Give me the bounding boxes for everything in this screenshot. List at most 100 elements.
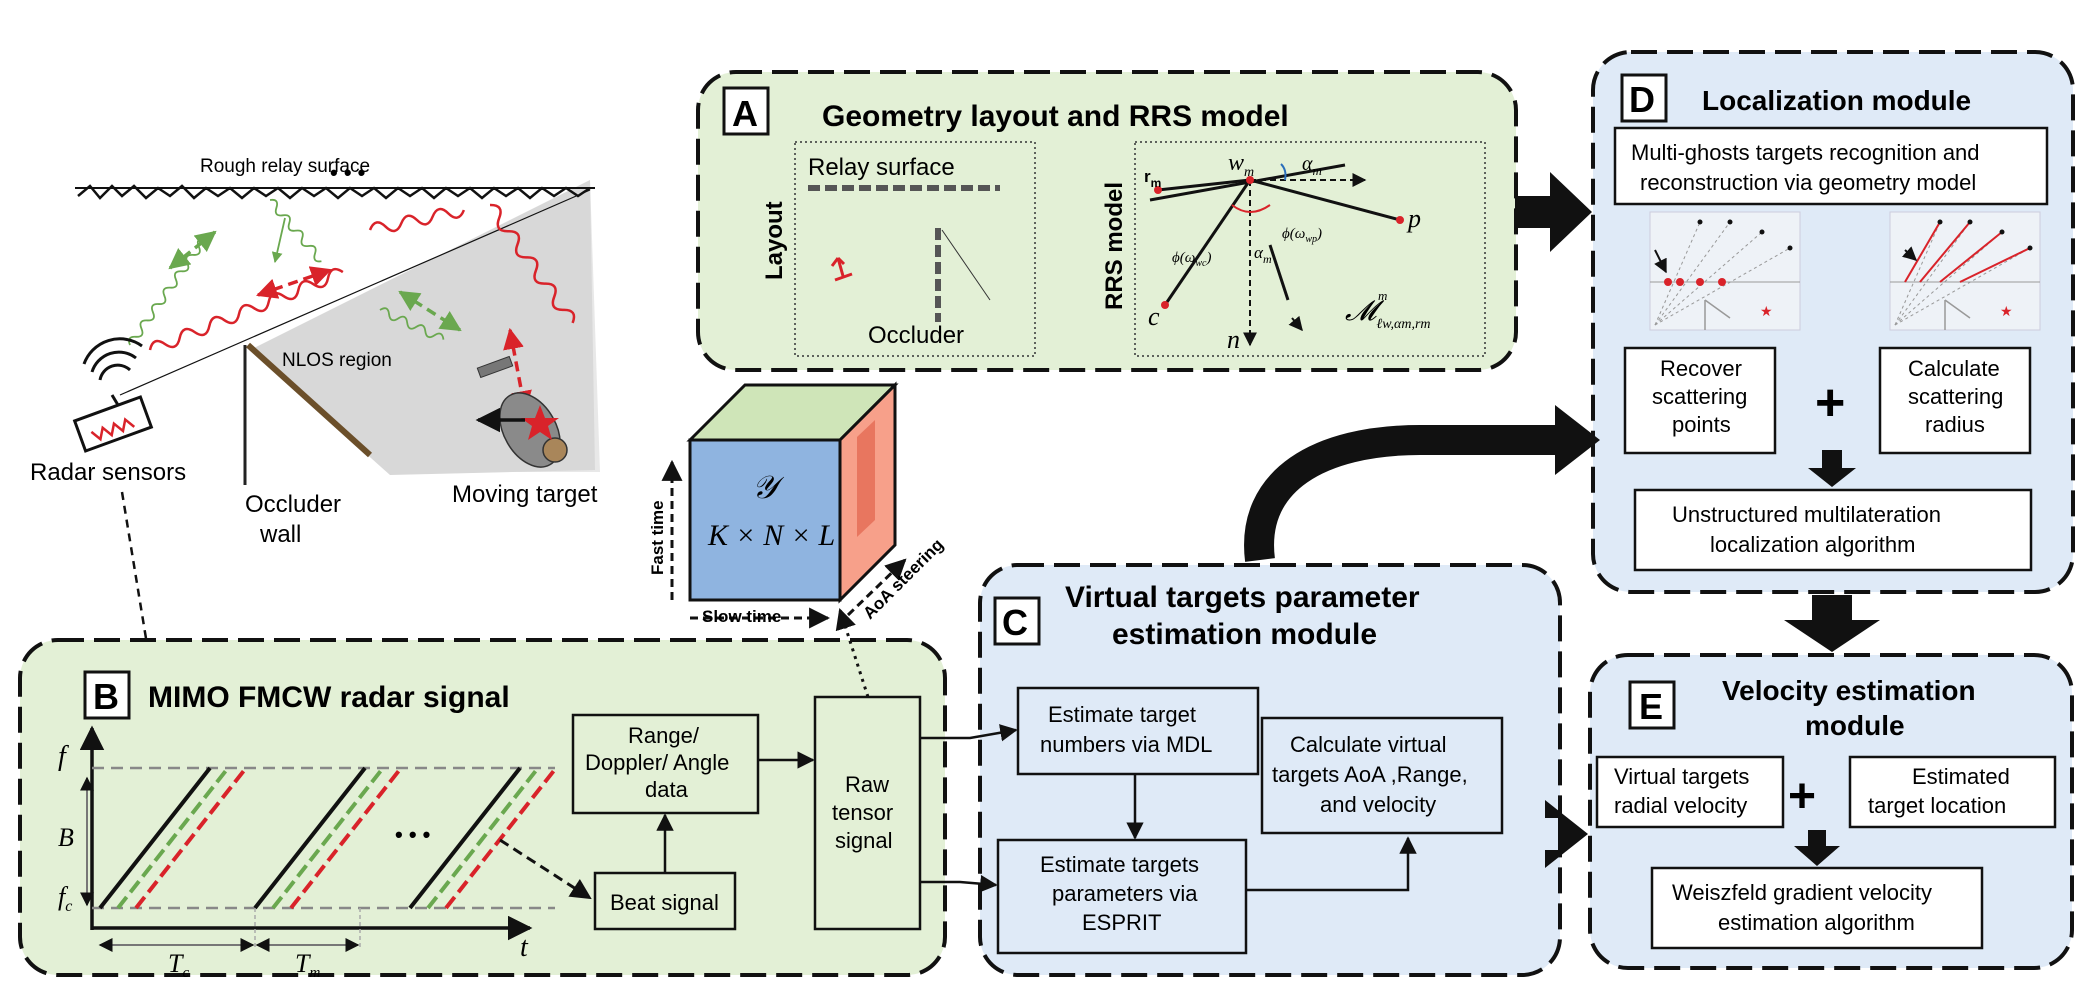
- label-alpha-top: αm: [1302, 153, 1322, 178]
- raw-tensor-line2: tensor: [832, 800, 893, 825]
- panel-c-title-line1: Virtual targets parameter: [1065, 581, 1420, 614]
- panel-e-letter: E: [1639, 686, 1663, 727]
- ghost-recognition-line1: Multi-ghosts targets recognition and: [1631, 140, 1980, 165]
- green-dashed-arrow-1: [168, 230, 217, 270]
- rda-box: [571, 713, 760, 815]
- label-alpha-mid: αm: [1254, 243, 1272, 266]
- rrs-vertical-label: RRS model: [1101, 182, 1128, 310]
- occluder-wall-label-line1: Occluder: [245, 491, 341, 518]
- esprit-line3: ESPRIT: [1082, 910, 1161, 935]
- target-location-line1: Estimated: [1912, 764, 2010, 789]
- raw-to-esprit-arrow: [920, 874, 998, 893]
- recover-points-line3: points: [1672, 412, 1731, 437]
- chirp2-black: [253, 766, 367, 910]
- radial-velocity-line1: Virtual targets: [1614, 764, 1749, 789]
- occluder-wall-label-line2: wall: [259, 521, 301, 548]
- mdl-line1: Estimate target: [1048, 702, 1196, 727]
- label-model-sup: m: [1378, 288, 1387, 303]
- esprit-line2: parameters via: [1052, 881, 1198, 906]
- beat-signal-box: [593, 871, 737, 931]
- raw-tensor-line3: signal: [835, 828, 892, 853]
- scattering-radius-line1: Calculate: [1908, 356, 2000, 381]
- scattering-radius-line3: radius: [1925, 412, 1985, 437]
- nlos-boundary: [119, 189, 591, 396]
- rrs-ray-r: [1157, 178, 1251, 192]
- panel-e: E Velocity estimation module Virtual tar…: [1588, 653, 2074, 970]
- point-c: [1161, 301, 1169, 309]
- cube-dims: K × N × L: [707, 519, 835, 552]
- calc-line1: Calculate virtual: [1290, 732, 1447, 757]
- tensor-cube: 𝒴 K × N × L Fast time Slow time AoA stee…: [648, 381, 947, 629]
- scattering-radius-line2: scattering: [1908, 384, 2003, 409]
- svg-text:★: ★: [2000, 303, 2013, 319]
- calc-line3: and velocity: [1320, 792, 1436, 817]
- raw-tensor-box: [813, 695, 922, 931]
- chirp1-green: [116, 766, 230, 910]
- c-to-d-arrow-head: [1555, 405, 1600, 475]
- esprit-line1: Estimate targets: [1040, 852, 1199, 877]
- panel-b-title: MIMO FMCW radar signal: [148, 681, 510, 714]
- b-label-fc: fc: [58, 882, 72, 915]
- plus-icon-d: +: [1815, 374, 1845, 432]
- b-axis-f: f: [58, 741, 69, 772]
- c-to-d-curved-arrow: [1244, 425, 1560, 562]
- panel-d-letter-box: [1620, 73, 1668, 123]
- occluder-ray: [941, 229, 991, 301]
- esprit-to-calc-arrow: [1246, 836, 1417, 892]
- label-phi-wc: ϕ(ωwc): [1172, 250, 1211, 269]
- rrs-ray-c: [1163, 179, 1252, 306]
- label-c: c: [1148, 302, 1160, 331]
- recover-points-line1: Recover: [1660, 356, 1742, 381]
- panel-c-letter-box: [993, 596, 1041, 646]
- aoa-steering-axis: [846, 558, 907, 617]
- scattering-radius-box: [1878, 346, 2032, 455]
- b-chirp-ellipsis: • • •: [395, 822, 430, 847]
- b-label-B: B: [58, 823, 74, 852]
- rrs-ray-down: [1268, 244, 1290, 301]
- red-wave-3: [489, 203, 576, 324]
- panel-a-letter: A: [732, 93, 758, 134]
- ghost-recognition-box: [1613, 126, 2049, 206]
- radial-velocity-line2: radial velocity: [1614, 793, 1747, 818]
- point-p: [1396, 216, 1404, 224]
- occluder-wall-diagonal: [245, 342, 373, 458]
- weiszfeld-line1: Weiszfeld gradient velocity: [1672, 880, 1932, 905]
- label-r: rm: [1144, 167, 1161, 190]
- e-down-arrow: [1794, 830, 1840, 866]
- rrs-angle-arc-blue: [1280, 163, 1287, 181]
- mdl-line2: numbers via MDL: [1040, 732, 1212, 757]
- panel-c: C Virtual targets parameter estimation m…: [978, 563, 1562, 977]
- raw-tensor-line1: Raw: [845, 772, 889, 797]
- rrs-small-arrow: [1288, 315, 1303, 332]
- recover-points-line2: scattering: [1652, 384, 1747, 409]
- panel-d-letter: D: [1629, 79, 1655, 120]
- rrs-ray-p: [1249, 178, 1401, 222]
- a-to-d-arrow: [1515, 172, 1592, 252]
- green-dashed-arrow-2: [398, 290, 462, 332]
- mdl-box: [1016, 686, 1260, 776]
- chirp-to-beat-arrow: [499, 838, 592, 900]
- multilateration-box: [1633, 488, 2033, 572]
- radar-sensor-icon: [72, 337, 154, 453]
- nlos-region-label: NLOS region: [282, 350, 392, 371]
- calc-box: [1260, 716, 1504, 835]
- panel-a-letter-box: [722, 86, 770, 136]
- panel-b-letter: B: [93, 676, 119, 717]
- point-r: [1154, 186, 1162, 194]
- scatter-points-plot: ★: [1649, 211, 1801, 331]
- panel-e-title-line2: module: [1805, 710, 1905, 741]
- rough-surface-label: Rough relay surface: [200, 156, 370, 177]
- panel-a-title: Geometry layout and RRS model: [822, 100, 1289, 133]
- point-w: [1246, 176, 1254, 184]
- slow-time-label: Slow time: [702, 607, 781, 626]
- radar-sensors-label: Radar sensors: [30, 459, 186, 486]
- sensor-marker-icon: [830, 256, 853, 282]
- moving-target-label: Moving target: [452, 481, 598, 508]
- panel-c-title-line2: estimation module: [1112, 618, 1377, 651]
- green-wave-1: [128, 237, 205, 346]
- panel-a: A Geometry layout and RRS model Layout R…: [696, 70, 1518, 372]
- b-label-tc: Tc: [168, 949, 189, 981]
- svg-text:★: ★: [1760, 303, 1773, 319]
- plus-icon-e: +: [1788, 770, 1816, 823]
- panel-e-title-line1: Velocity estimation: [1722, 675, 1976, 706]
